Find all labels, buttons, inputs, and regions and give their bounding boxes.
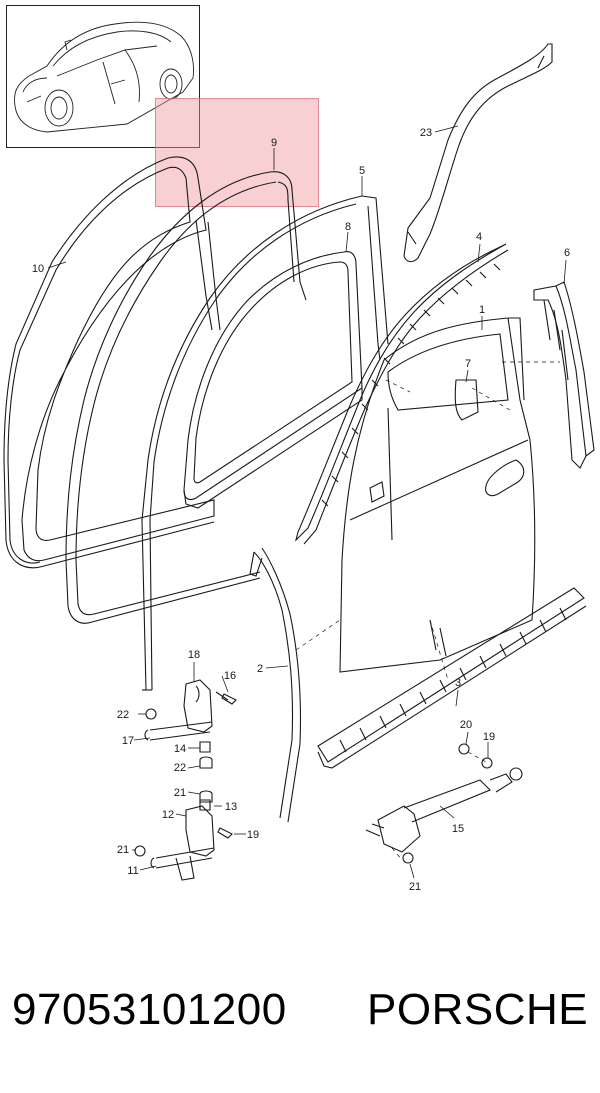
- part-label: 8: [345, 221, 351, 233]
- guide-lines: [295, 361, 560, 861]
- part-2-seal: [249, 547, 302, 823]
- part-label: 20: [460, 719, 472, 731]
- car-icon: [14, 21, 194, 133]
- brand-name: PORSCHE: [367, 985, 589, 1034]
- part-label: 23: [420, 127, 432, 139]
- part-label: 7: [465, 358, 471, 370]
- part-label: 5: [359, 165, 365, 177]
- caption: 97053101200 PORSCHE: [0, 985, 600, 1045]
- vehicle-thumbnail: [6, 5, 200, 148]
- part-label: 17: [122, 735, 134, 747]
- lower-hinge: [150, 805, 215, 881]
- part-6-trim: [533, 281, 595, 469]
- part-label: 9: [271, 137, 277, 149]
- part-17-check: [365, 767, 523, 853]
- part-label: 4: [476, 231, 482, 243]
- part-label: 21: [409, 881, 421, 893]
- upper-hinge: [144, 679, 229, 741]
- part-number: 97053101200: [12, 985, 287, 1034]
- part-3-sill: [317, 587, 587, 769]
- part-label: 21: [117, 844, 129, 856]
- part-9-seal: [65, 171, 307, 624]
- part-8-run: [183, 251, 363, 509]
- part-label: 11: [127, 865, 138, 877]
- part-10-seal: [3, 156, 215, 569]
- part-label: 6: [564, 247, 570, 259]
- part-label: 16: [224, 670, 236, 682]
- part-label: 22: [117, 709, 129, 721]
- part-labels: 9 5 8 10 23 4 6 1 7 2 3 18 16 22 17 14 2…: [32, 127, 570, 893]
- leader-lines: [47, 125, 567, 879]
- fasteners: [134, 693, 493, 864]
- part-label: 1: [479, 304, 485, 316]
- part-label: 12: [162, 809, 174, 821]
- part-label: 14: [174, 743, 186, 755]
- part-label: 15: [452, 823, 464, 835]
- part-23-trim: [403, 43, 553, 263]
- part-label: 22: [174, 762, 186, 774]
- part-label: 10: [32, 263, 44, 275]
- part-label: 2: [257, 663, 263, 675]
- part-label: 3: [455, 677, 461, 689]
- part-4-strip: [294, 243, 509, 545]
- part-label: 18: [188, 649, 200, 661]
- part-1-door: [339, 317, 536, 673]
- part-label: 19: [247, 829, 259, 841]
- part-5-frame: [141, 195, 389, 691]
- part-label: 13: [225, 801, 237, 813]
- part-label: 21: [174, 787, 186, 799]
- part-label: 19: [483, 731, 495, 743]
